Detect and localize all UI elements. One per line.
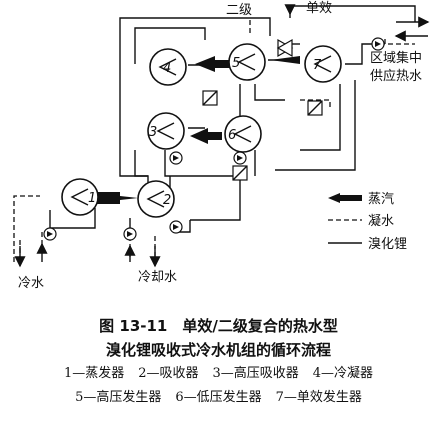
flow-arrows	[14, 4, 430, 268]
heat-exchangers	[202, 90, 323, 181]
legend-steam: 蒸汽	[328, 192, 394, 207]
pump-absorber	[123, 227, 137, 241]
pumps	[43, 37, 385, 241]
caption-components-line2: 5—高压发生器 6—低压发生器 7—单效发生器	[0, 386, 437, 410]
caption-components-line1: 1—蒸发器 2—吸收器 3—高压吸收器 4—冷凝器	[0, 362, 437, 386]
unit-3-number: 3	[149, 125, 157, 140]
caption-title-line1: 图 13-11 单效/二级复合的热水型	[99, 317, 338, 335]
unit-4-number: 4	[163, 61, 171, 76]
label-single-effect: 单效	[306, 1, 332, 16]
legend-libr-label: 溴化锂	[368, 237, 407, 252]
component-2: 2—吸收器	[138, 366, 199, 381]
legend-steam-swatch	[328, 193, 362, 203]
pump-high-absorber	[169, 151, 183, 165]
unit-2-absorber: 2	[137, 180, 175, 218]
label-district-hot-water-2: 供应热水	[370, 68, 422, 84]
cycle-flow-diagram: 1 2 3 4 5 6 7 二级 单效 区域集中 供应热水 冷水 冷却水	[13, 1, 430, 291]
unit-1-number: 1	[88, 191, 96, 206]
valve	[276, 38, 294, 58]
legend: 蒸汽 凝水 溴化锂	[328, 192, 407, 252]
legend-steam-label: 蒸汽	[368, 192, 394, 207]
pump-absorber-out	[169, 220, 183, 234]
unit-4-condenser: 4	[149, 48, 187, 86]
pump-hot-water	[371, 37, 385, 51]
unit-6-low-pressure-generator: 6	[224, 115, 262, 153]
label-chilled-water: 冷水	[18, 276, 44, 291]
pump-generator-6	[233, 151, 247, 165]
component-6: 6—低压发生器	[175, 390, 262, 405]
steam-arrows	[96, 56, 300, 204]
steam-arrow-5-to-4	[195, 56, 232, 72]
component-5: 5—高压发生器	[75, 390, 162, 405]
legend-condensate: 凝水	[328, 213, 394, 229]
component-4: 4—冷凝器	[312, 366, 374, 381]
label-cooling-water: 冷却水	[138, 270, 177, 285]
heat-exchanger-b	[232, 165, 248, 181]
figure-caption: 图 13-11 单效/二级复合的热水型 溴化锂吸收式冷水机组的循环流程 1—蒸发…	[0, 314, 437, 410]
legend-condensate-label: 凝水	[368, 213, 394, 229]
heat-exchanger-a	[202, 90, 218, 106]
unit-7-number: 7	[313, 58, 322, 73]
component-7: 7—单效发生器	[275, 390, 362, 405]
pump-evaporator	[43, 227, 57, 241]
label-district-hot-water-1: 区域集中	[370, 50, 422, 66]
steam-arrow-1-to-2	[96, 192, 138, 204]
unit-5-high-pressure-generator: 5	[228, 43, 266, 81]
unit-5-number: 5	[232, 56, 240, 71]
steam-arrow-6-to-3	[190, 128, 222, 144]
component-3: 3—高压吸收器	[212, 366, 299, 381]
steam-arrow-7-to-5	[270, 56, 300, 64]
caption-title-line2: 溴化锂吸收式冷水机组的循环流程	[105, 341, 331, 359]
legend-libr: 溴化锂	[328, 237, 407, 252]
unit-1-evaporator: 1	[61, 178, 99, 216]
unit-2-number: 2	[163, 193, 171, 208]
unit-6-number: 6	[228, 128, 236, 143]
component-1: 1—蒸发器	[63, 366, 125, 381]
heat-exchanger-c	[307, 100, 323, 116]
label-double-effect: 二级	[226, 3, 252, 18]
unit-7-single-effect-generator: 7	[304, 45, 342, 83]
unit-3-high-pressure-absorber: 3	[147, 112, 185, 150]
